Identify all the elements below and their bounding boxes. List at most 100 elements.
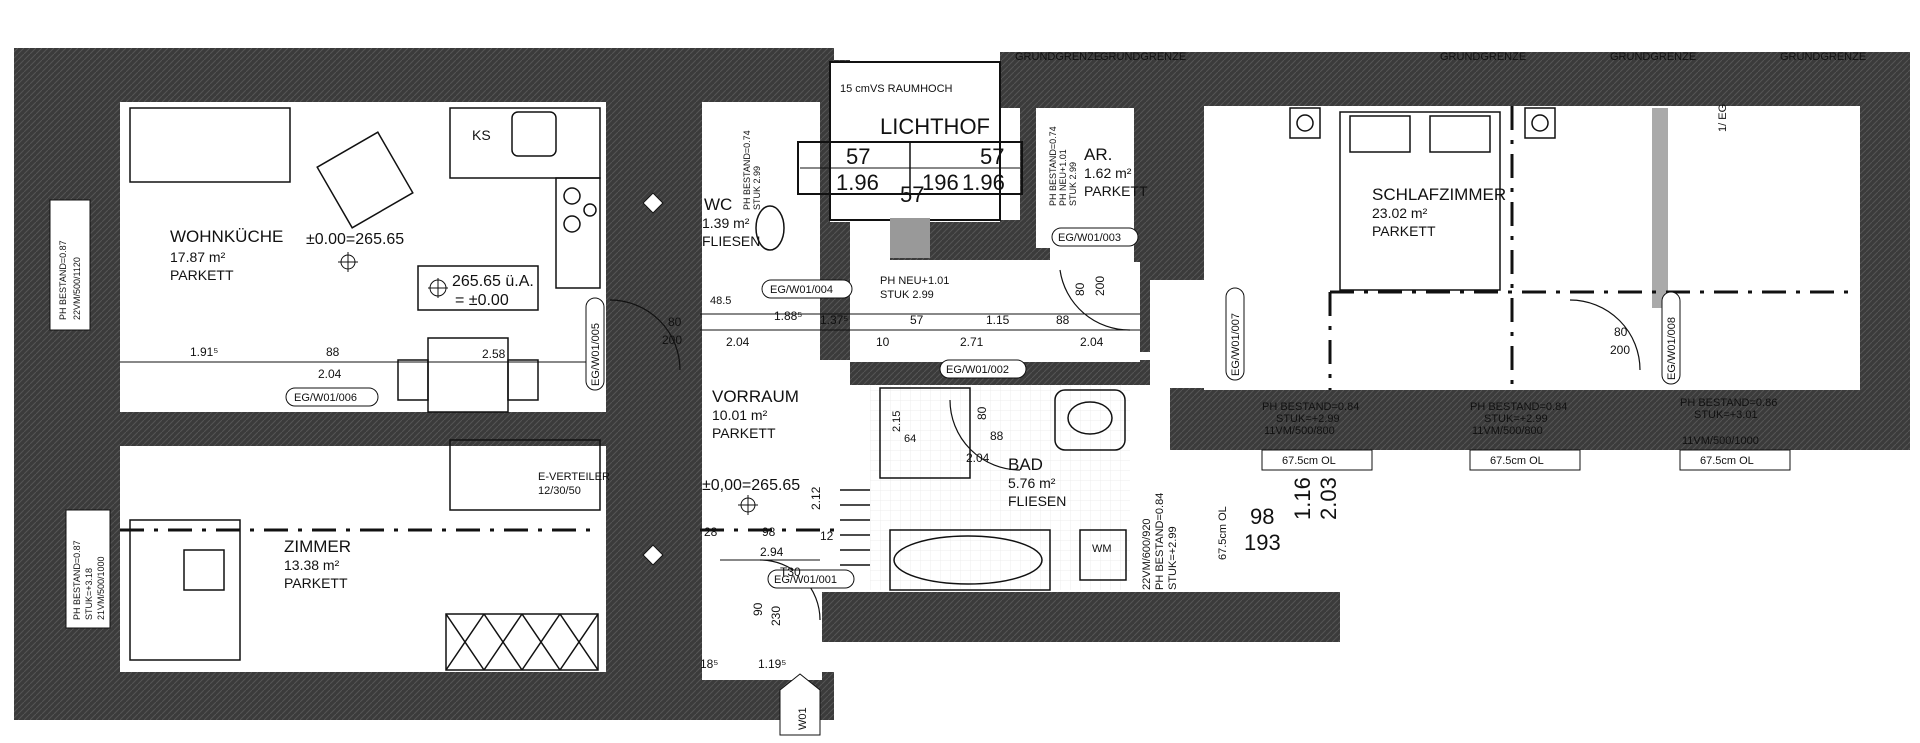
window-text: 11VM/500/800 bbox=[1264, 425, 1335, 437]
partition bbox=[1652, 108, 1668, 308]
window-text: PH NEU+1.01 bbox=[1058, 149, 1068, 206]
dimension-label: 2.04 bbox=[318, 367, 342, 381]
grundgrenze-label: GRUNDGRENZE bbox=[1780, 51, 1866, 63]
level-box-line1: 265.65 ü.A. bbox=[452, 273, 534, 290]
window-text: PH BESTAND=0.87 bbox=[58, 240, 68, 320]
dimension-label: 200 bbox=[1093, 276, 1107, 296]
door-label: EG/W01/001 bbox=[774, 574, 837, 586]
window-text: 67.5cm OL bbox=[1282, 455, 1336, 467]
door-labels: EG/W01/006 EG/W01/005 EG/W01/004 EG/W01/… bbox=[285, 227, 1681, 736]
zimmer-area: 13.38 m² bbox=[284, 557, 340, 573]
door-label: EG/W01/002 bbox=[946, 364, 1009, 376]
wc-area: 1.39 m² bbox=[702, 215, 750, 231]
lichthof-dim: 1.96 bbox=[962, 170, 1005, 195]
vorraum-name: VORRAUM bbox=[712, 387, 799, 406]
e-verteiler-line2: 12/30/50 bbox=[538, 485, 581, 497]
dimension-label: 1.16 bbox=[1290, 477, 1315, 520]
dimension-label: 200 bbox=[1610, 343, 1630, 357]
level-box-marker bbox=[428, 278, 448, 298]
window-text: STUK=+2.99 bbox=[1167, 526, 1179, 590]
door-label: EG/W01/003 bbox=[1058, 232, 1121, 244]
dimension-label: 67.5cm OL bbox=[1217, 506, 1229, 560]
door-label: W01 bbox=[797, 707, 809, 730]
door-label: EG/W01/005 bbox=[590, 323, 602, 386]
ar-floor: PARKETT bbox=[1084, 183, 1148, 199]
window-text: STUK=+3.18 bbox=[84, 568, 94, 620]
dimension-label: 98 bbox=[762, 525, 776, 539]
window-text: 67.5cm OL bbox=[1490, 455, 1544, 467]
window-text: PH BESTAND=0.74 bbox=[1048, 126, 1058, 206]
e-verteiler-line1: E-VERTEILER bbox=[538, 471, 610, 483]
eg-marker: 1/ EG bbox=[1717, 104, 1729, 132]
grundgrenze-labels: GRUNDGRENZE GRUNDGRENZE GRUNDGRENZE GRUN… bbox=[1015, 51, 1866, 63]
dimension-label: T30 bbox=[780, 565, 801, 579]
dimension-label: 1.15 bbox=[986, 313, 1010, 327]
lichthof-dim: 1.96 bbox=[836, 170, 879, 195]
window-annotations: PH BESTAND=0.84 STUK=+2.99 11VM/500/800 … bbox=[49, 126, 1791, 629]
ceiling-lines bbox=[120, 106, 1850, 532]
dimension-label: 88 bbox=[1056, 313, 1070, 327]
ar-area: 1.62 m² bbox=[1084, 165, 1132, 181]
dimension-label: 2.94 bbox=[760, 545, 784, 559]
dimension-label: 1.37⁵ bbox=[820, 313, 848, 327]
corridor-line2: STUK 2.99 bbox=[880, 289, 934, 301]
lichthof-dim: 57 bbox=[980, 144, 1004, 169]
vorraum-level: ±0,00=265.65 bbox=[702, 477, 800, 494]
door-label: EG/W01/006 bbox=[294, 392, 357, 404]
dimension-label: 2.04 bbox=[1080, 335, 1104, 349]
window-text: PH BESTAND=0.74 bbox=[742, 130, 752, 210]
dimension-label: 18⁵ bbox=[700, 657, 718, 671]
dimension-label: 230 bbox=[769, 606, 783, 626]
wohnkueche-level: ±0.00=265.65 bbox=[306, 231, 404, 248]
dimension-label: 2.03 bbox=[1316, 477, 1341, 520]
dimension-label: 64 bbox=[904, 433, 916, 445]
wohnkueche-name: WOHNKÜCHE bbox=[170, 227, 283, 246]
window-text: PH BESTAND=0.84 bbox=[1470, 401, 1567, 413]
wm-label: WM bbox=[1092, 543, 1112, 555]
lichthof-note: 15 cmVS RAUMHOCH bbox=[840, 83, 953, 95]
dimension-label: 2.04 bbox=[726, 335, 750, 349]
dimension-label: 48.5 bbox=[710, 295, 731, 307]
lichthof-dim: 57 bbox=[900, 182, 924, 207]
dimension-label: 80 bbox=[668, 315, 682, 329]
dimension-label: 2.58 bbox=[482, 347, 506, 361]
wc-name: WC bbox=[704, 195, 732, 214]
zimmer-name: ZIMMER bbox=[284, 537, 351, 556]
dimension-label: 28 bbox=[704, 525, 718, 539]
grundgrenze-label: GRUNDGRENZE bbox=[1100, 51, 1186, 63]
grundgrenze-label: GRUNDGRENZE bbox=[1440, 51, 1526, 63]
level-marker bbox=[338, 252, 758, 515]
shaft bbox=[890, 218, 930, 258]
zimmer-floor: PARKETT bbox=[284, 575, 348, 591]
bad-floor: FLIESEN bbox=[1008, 493, 1066, 509]
dimension-label: 88 bbox=[326, 345, 340, 359]
window-text: PH BESTAND=0.84 bbox=[1262, 401, 1359, 413]
door-label: EG/W01/008 bbox=[1666, 317, 1678, 380]
schlafzimmer-floor: PARKETT bbox=[1372, 223, 1436, 239]
dimension-label: 2.04 bbox=[966, 451, 990, 465]
ar-name: AR. bbox=[1084, 145, 1112, 164]
vorraum-area: 10.01 m² bbox=[712, 407, 768, 423]
wohnkueche-area: 17.87 m² bbox=[170, 249, 226, 265]
lichthof-name: LICHTHOF bbox=[880, 114, 990, 139]
corridor-line1: PH NEU+1.01 bbox=[880, 275, 949, 287]
vorraum-floor: PARKETT bbox=[712, 425, 776, 441]
dimension-label: 12 bbox=[820, 529, 834, 543]
grundgrenze-label: GRUNDGRENZE bbox=[1015, 51, 1101, 63]
window-text: STUK=+3.01 bbox=[1694, 409, 1758, 421]
shaft-marker bbox=[642, 192, 664, 214]
window-text: 11VM/500/1000 bbox=[1682, 435, 1759, 447]
lichthof-dim: 196 bbox=[922, 170, 959, 195]
bad-name: BAD bbox=[1008, 455, 1043, 474]
window-text: STUK=+2.99 bbox=[1484, 413, 1548, 425]
window-text: 22VM/500/1120 bbox=[72, 257, 82, 320]
window-text: STUK 2.99 bbox=[1068, 162, 1078, 206]
door-label: EG/W01/007 bbox=[1230, 313, 1242, 376]
window-text: PH BESTAND=0.86 bbox=[1680, 397, 1777, 409]
dimension-label: 1.19⁵ bbox=[758, 657, 786, 671]
dimension-label: 200 bbox=[662, 333, 682, 347]
dimension-label: 1.91⁵ bbox=[190, 345, 218, 359]
dimension-label: 80 bbox=[1614, 325, 1628, 339]
fixtures bbox=[129, 107, 1556, 671]
door-label: EG/W01/004 bbox=[770, 284, 833, 296]
